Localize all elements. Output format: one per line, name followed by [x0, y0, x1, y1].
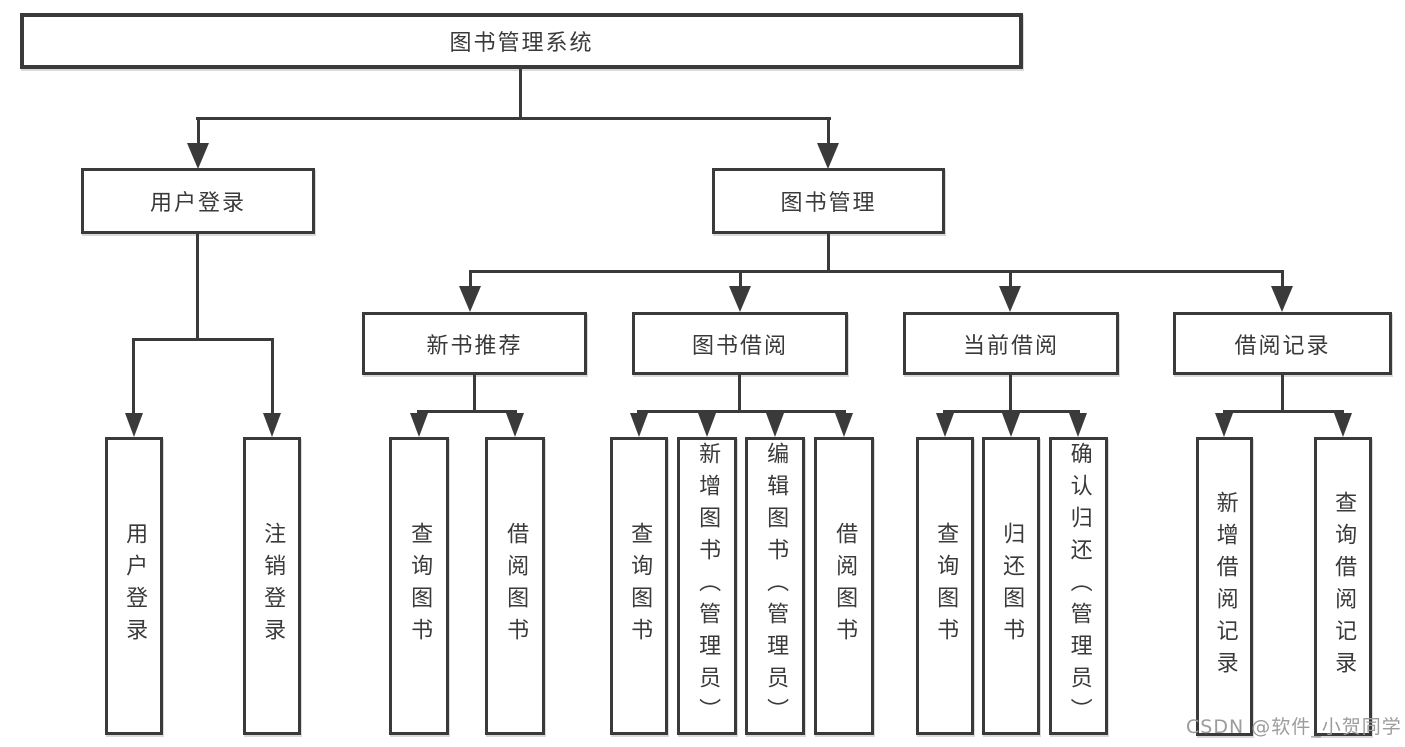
connector-book-mgmt-drop — [827, 117, 830, 145]
connector-current-borrow-stem — [1009, 375, 1012, 410]
leaf-query-borrow-record: 查询借阅记录 — [1314, 437, 1372, 736]
leaf-add-books-admin: 新增图书（管理员） — [677, 437, 737, 735]
leaf-confirm-return-admin: 确认归还（管理员） — [1049, 437, 1108, 735]
arrow-to-borrow-record — [1271, 286, 1293, 312]
connector-user-login-stem — [196, 234, 199, 338]
connector-book-borrow-drop — [739, 270, 742, 288]
arrow-to-query-books-2 — [630, 413, 648, 437]
node-user-login: 用户登录 — [81, 168, 315, 234]
node-new-book-recommend: 新书推荐 — [362, 312, 587, 375]
arrow-to-new-book — [459, 286, 481, 312]
connector-new-book-drop — [469, 270, 472, 288]
arrow-to-query-books-1 — [410, 413, 428, 437]
leaf-borrow-books-1: 借阅图书 — [485, 437, 545, 735]
connector-level2-rail — [469, 270, 1284, 273]
arrow-to-user-login — [187, 143, 209, 169]
leaf-query-books-3: 查询图书 — [916, 437, 974, 735]
node-borrowing-records: 借阅记录 — [1173, 312, 1392, 375]
connector-current-borrow-rail — [943, 410, 1080, 413]
arrow-to-add-borrow-record — [1215, 413, 1233, 437]
leaf-query-books-1: 查询图书 — [389, 437, 449, 735]
connector-level1-rail — [196, 117, 831, 120]
arrow-to-return-books — [1002, 413, 1020, 437]
connector-book-borrow-rail — [637, 410, 846, 413]
leaf-logout: 注销登录 — [243, 437, 301, 735]
arrow-to-leaf-logout — [263, 413, 281, 437]
connector-root-stem — [519, 69, 522, 117]
connector-borrow-record-stem — [1281, 375, 1284, 410]
connector-current-borrow-drop — [1009, 270, 1012, 288]
connector-new-book-rail — [417, 410, 517, 413]
watermark-text: CSDN @软件_小贺同学 — [1186, 716, 1402, 738]
arrow-to-book-borrow — [729, 286, 751, 312]
arrow-to-confirm-return — [1069, 413, 1087, 437]
node-current-borrowing: 当前借阅 — [903, 312, 1119, 375]
connector-borrow-record-drop — [1281, 270, 1284, 288]
connector-leaf-login-drop — [132, 338, 135, 414]
connector-user-login-rail — [132, 338, 274, 341]
arrow-to-add-books — [698, 413, 716, 437]
node-book-borrowing: 图书借阅 — [632, 312, 848, 375]
arrow-to-query-borrow-record — [1334, 413, 1352, 437]
arrow-to-query-books-3 — [936, 413, 954, 437]
arrow-to-current-borrow — [999, 286, 1021, 312]
leaf-borrow-books-2: 借阅图书 — [814, 437, 874, 735]
leaf-edit-books-admin: 编辑图书（管理员） — [745, 437, 805, 735]
arrow-to-book-mgmt — [817, 143, 839, 169]
connector-borrow-record-rail — [1223, 410, 1344, 413]
arrow-to-leaf-login — [125, 413, 143, 437]
leaf-return-books: 归还图书 — [982, 437, 1040, 735]
arrow-to-edit-books — [766, 413, 784, 437]
connector-new-book-stem — [473, 375, 476, 410]
node-root: 图书管理系统 — [20, 13, 1023, 69]
arrow-to-borrow-books-1 — [506, 413, 524, 437]
leaf-add-borrow-record: 新增借阅记录 — [1196, 437, 1253, 736]
leaf-query-books-2: 查询图书 — [610, 437, 668, 735]
connector-book-borrow-stem — [738, 375, 741, 410]
arrow-to-borrow-books-2 — [835, 413, 853, 437]
node-book-management: 图书管理 — [712, 168, 945, 234]
leaf-user-login: 用户登录 — [105, 437, 163, 735]
connector-user-login-drop — [197, 117, 200, 145]
connector-leaf-logout-drop — [271, 338, 274, 414]
connector-book-mgmt-stem — [827, 234, 830, 270]
